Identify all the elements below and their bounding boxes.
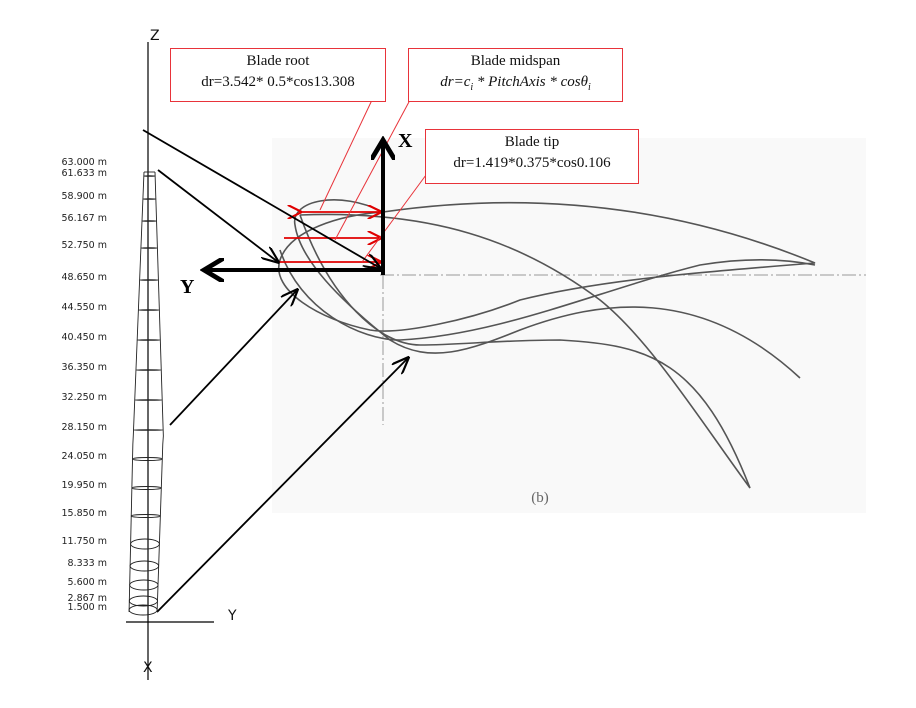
station-label: 44.550 m [61, 302, 107, 313]
station-label: 24.050 m [61, 451, 107, 462]
callout-blade-tip: Blade tip dr=1.419*0.375*cos0.106 [425, 129, 639, 184]
blade-station-section [135, 369, 162, 371]
callout-blade-root: Blade root dr=3.542* 0.5*cos13.308 [170, 48, 386, 102]
station-label: 56.167 m [61, 213, 107, 224]
blade-station-section [128, 604, 158, 616]
blade-station-section [143, 175, 156, 177]
station-label: 19.950 m [61, 480, 107, 491]
blade-station-section [129, 560, 160, 572]
panel-label: (b) [531, 490, 549, 506]
callout-leaders [319, 99, 427, 263]
callout-midspan-title: Blade midspan [470, 53, 561, 69]
station-label: 36.350 m [61, 362, 107, 373]
station-label: 58.900 m [61, 191, 107, 202]
station-label: 40.450 m [61, 332, 107, 343]
blade-station-section [141, 220, 157, 222]
station-label: 61.633 m [61, 168, 107, 179]
blade-station-section [137, 309, 160, 311]
blade-wireframe [128, 171, 164, 616]
blade-station-section [133, 429, 164, 431]
station-label: 1.500 m [68, 602, 107, 613]
blade-station-section [140, 247, 158, 249]
airfoil-mid2 [279, 249, 816, 341]
station-label: 32.250 m [61, 392, 107, 403]
blade-edge [154, 171, 164, 613]
blade-station-section [128, 595, 158, 607]
airfoil-tip [299, 213, 751, 489]
z-axis-label: Z [150, 28, 160, 44]
station-label: 11.750 m [61, 536, 107, 547]
station-label: 52.750 m [61, 240, 107, 251]
x-axis-label: X [143, 660, 153, 676]
blade-station-section [132, 457, 163, 461]
station-label: 5.600 m [68, 577, 107, 588]
station-label: 28.150 m [61, 422, 107, 433]
blade-station-section [130, 514, 161, 518]
blade-station-section [142, 198, 157, 200]
station-label: 15.850 m [61, 508, 107, 519]
pointer-arrows [142, 129, 408, 613]
blade-station-section [134, 399, 163, 401]
callout-tip-formula: dr=1.419*0.375*cos0.106 [453, 155, 611, 171]
station-label: 2.867 m [68, 593, 107, 604]
station-label: 8.333 m [68, 558, 107, 569]
section-x-label: X [398, 130, 413, 152]
station-labels: 63.000 m61.633 m 58.900 m 56.167 m 52.750 m… [61, 157, 107, 613]
callout-tip-title: Blade tip [504, 134, 560, 150]
section-panel [272, 138, 866, 513]
blade-station-section [129, 579, 159, 591]
y-axis-label: Y [227, 608, 237, 624]
blade-station-section [136, 339, 161, 341]
blade-station-section [131, 486, 162, 490]
blade-station-section [139, 279, 159, 281]
blade-station-section [130, 538, 160, 550]
station-label: 48.650 m [61, 272, 107, 283]
station-label: 63.000 m [61, 157, 107, 168]
callout-root-formula: dr=3.542* 0.5*cos13.308 [201, 74, 355, 90]
section-y-label: Y [180, 276, 195, 298]
callout-root-title: Blade root [246, 53, 310, 69]
blade-edge [128, 171, 145, 613]
callout-blade-midspan: Blade midspan dr=ci * PitchAxis * cosθi [408, 48, 623, 102]
callout-midspan-formula: dr=ci * PitchAxis * cosθi [440, 74, 591, 93]
